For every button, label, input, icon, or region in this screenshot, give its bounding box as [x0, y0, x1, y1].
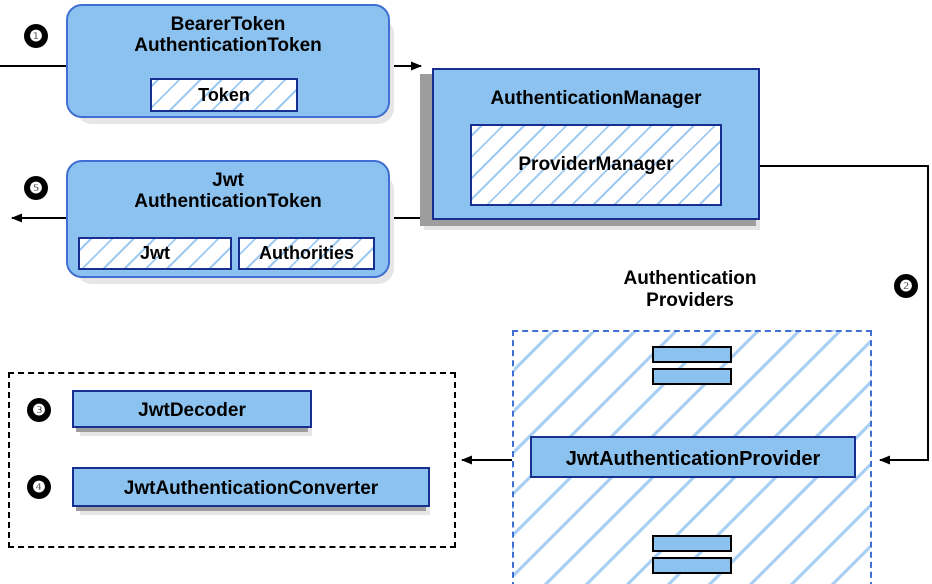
- node-bearer-token-authentication-token[interactable]: BearerToken AuthenticationToken: [66, 4, 390, 118]
- authentication-manager-title: AuthenticationManager: [490, 88, 702, 109]
- sub-box-token[interactable]: Token: [150, 78, 298, 112]
- jwt-token-title-line1: Jwt: [212, 170, 244, 191]
- jwt-authentication-converter-label: JwtAuthenticationConverter: [123, 478, 379, 499]
- jwt-support-components-region: [8, 372, 456, 548]
- step-bullet-3: ❸: [27, 398, 51, 422]
- authentication-providers-caption: Authentication Providers: [572, 268, 808, 312]
- bearer-token-title-line1: BearerToken: [170, 14, 286, 35]
- node-jwt-authentication-converter[interactable]: JwtAuthenticationConverter: [72, 467, 430, 507]
- authentication-providers-caption-line1: Authentication: [623, 268, 757, 289]
- jwt-decoder-label: JwtDecoder: [138, 400, 246, 421]
- sub-box-authorities[interactable]: Authorities: [238, 237, 375, 270]
- step-bullet-1: ❶: [24, 24, 48, 48]
- provider-placeholder-bar-top-2[interactable]: [652, 368, 732, 385]
- step-bullet-4: ❹: [27, 475, 51, 499]
- jwt-token-title: Jwt AuthenticationToken: [68, 170, 388, 213]
- node-jwt-authentication-provider[interactable]: JwtAuthenticationProvider: [530, 436, 856, 478]
- jwt-token-title-line2: AuthenticationToken: [134, 191, 322, 213]
- jwt-authentication-provider-label: JwtAuthenticationProvider: [565, 448, 821, 470]
- step-bullet-5: ❺: [24, 176, 48, 200]
- bearer-token-title-line2: AuthenticationToken: [134, 35, 322, 57]
- provider-placeholder-bar-bottom-2[interactable]: [652, 557, 732, 574]
- provider-placeholder-bar-top-1[interactable]: [652, 346, 732, 363]
- bearer-token-title: BearerToken AuthenticationToken: [68, 14, 388, 57]
- sub-box-jwt[interactable]: Jwt: [78, 237, 232, 270]
- step-bullet-2: ❷: [894, 274, 918, 298]
- provider-placeholder-bar-bottom-1[interactable]: [652, 535, 732, 552]
- node-jwt-decoder[interactable]: JwtDecoder: [72, 390, 312, 428]
- authentication-providers-caption-line2: Providers: [646, 289, 734, 311]
- sub-box-provider-manager[interactable]: ProviderManager: [470, 124, 722, 206]
